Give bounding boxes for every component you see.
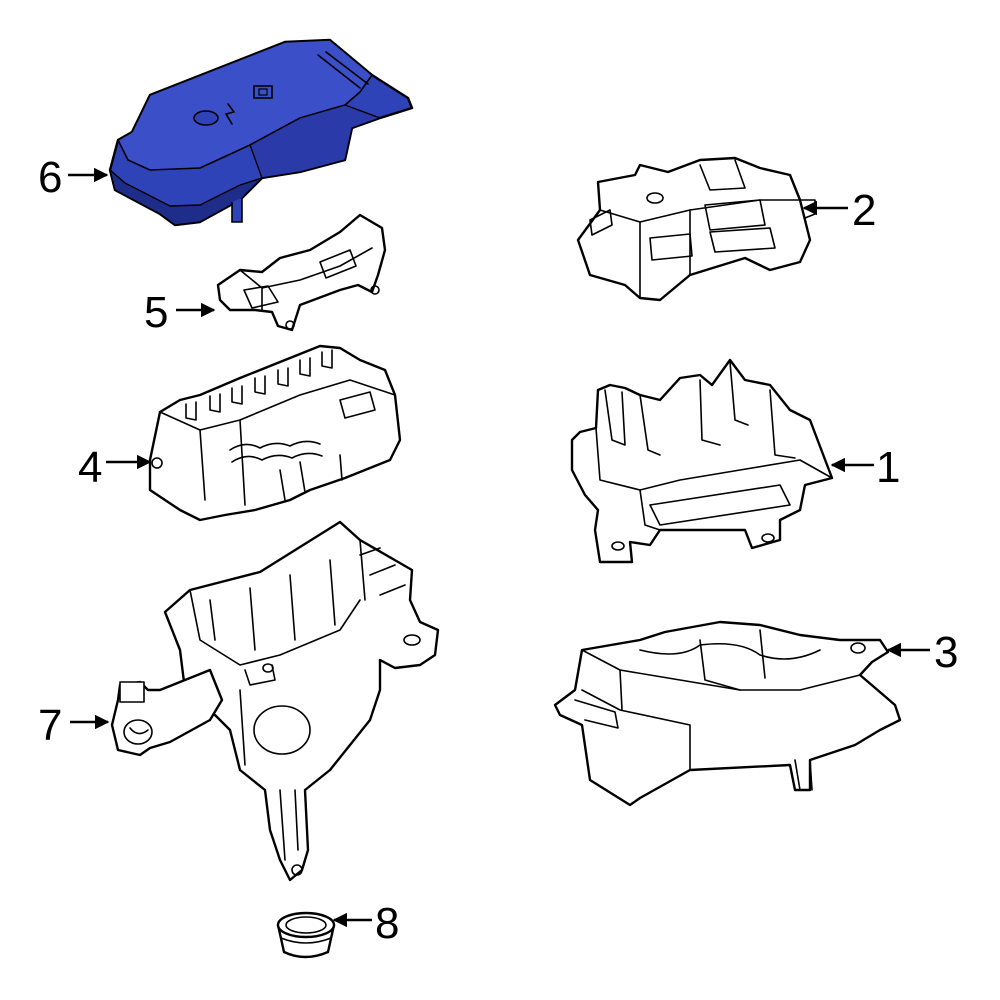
callout-4: 4 <box>78 443 152 492</box>
callout-7: 7 <box>38 701 110 750</box>
callout-label-2: 2 <box>852 186 876 235</box>
callout-8: 8 <box>332 899 399 948</box>
callout-label-3: 3 <box>934 628 958 677</box>
callout-6: 6 <box>38 153 109 202</box>
part-4-fuse-block[interactable] <box>148 344 402 522</box>
callout-1: 1 <box>830 443 900 492</box>
callout-2: 2 <box>802 186 876 235</box>
part-8-grommet[interactable] <box>276 911 336 959</box>
part-7-lower-housing[interactable] <box>110 520 440 882</box>
part-3-tray[interactable] <box>553 620 902 807</box>
part-2-upper-cover[interactable] <box>576 156 816 302</box>
callout-label-5: 5 <box>144 288 168 337</box>
callout-label-7: 7 <box>38 701 62 750</box>
callout-label-6: 6 <box>38 153 62 202</box>
callout-label-8: 8 <box>375 899 399 948</box>
callout-5: 5 <box>144 288 216 337</box>
part-5-bracket[interactable] <box>216 213 387 332</box>
part-1-fuse-box-frame[interactable] <box>570 358 834 564</box>
part-6-cover[interactable] <box>108 38 414 227</box>
callout-label-4: 4 <box>78 443 102 492</box>
callout-label-1: 1 <box>876 443 900 492</box>
callout-3: 3 <box>886 628 958 677</box>
